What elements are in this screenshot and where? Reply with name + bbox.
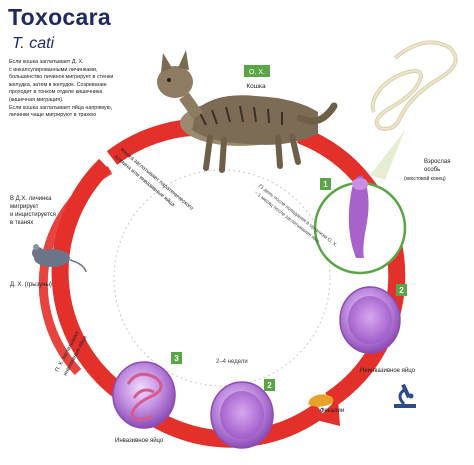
stage-badge	[171, 352, 182, 364]
intro-line: личинки чаще мигрируют в трахею	[9, 112, 97, 119]
embryonation-time: 2–4 недели	[216, 359, 248, 365]
adult-worm-illustration	[370, 40, 458, 180]
egg-core	[220, 391, 264, 439]
page-title: Toxocara	[8, 4, 111, 30]
adult-worm-note: (хвостовой конец)	[404, 175, 446, 182]
intro-text: Если кошка заглатывает Д. Х. с инкапсули…	[9, 59, 139, 120]
intro-line: Если кошка заглатывает яйца напрямую,	[9, 104, 113, 111]
intro-line: проходит в тонком отделе кишечника	[9, 89, 103, 96]
arrow-head	[316, 398, 340, 426]
cycle-arrow-right	[296, 127, 406, 408]
cat-eats-host-label: Кошка заглатывает паратенического	[119, 147, 195, 212]
stage-badge	[396, 284, 407, 296]
stage-badge-text: 2	[399, 286, 404, 295]
cat-label: Кошка	[246, 83, 266, 90]
timing-note: ~ 1 месяц после заглатывания яиц	[253, 190, 321, 245]
paratenic-note: в тканях	[10, 220, 33, 226]
infective-egg	[112, 361, 176, 429]
paratenic-note: В Д.Х. личинка	[10, 196, 52, 202]
mouse-icon	[32, 244, 87, 273]
unembryonated-egg-label: Неинвазивное яйцо	[360, 367, 416, 374]
intro-line: желудка, затем в желудок. Созревание	[9, 81, 107, 88]
intro-line: большинство личинок мигрирует в стенки	[9, 74, 114, 81]
feces-icon	[308, 394, 334, 407]
adult-worm-label: особь	[424, 167, 440, 173]
larva	[126, 372, 163, 421]
infective-egg-label: Инвазивное яйцо	[115, 437, 164, 444]
adult-worm-label: Взрослая	[424, 159, 451, 165]
stage-badge-text: 3	[174, 354, 179, 363]
adult-worm-magnified	[348, 175, 369, 258]
intro-line: Если кошка заглатывает Д. Х.	[9, 59, 84, 65]
microscope-icon	[394, 383, 416, 408]
stage-badge-text: 2	[267, 381, 272, 390]
stage-badge	[264, 379, 275, 391]
stage-badge	[320, 178, 331, 190]
definitive-host-badge	[244, 65, 270, 77]
species-subtitle: T. cati	[12, 35, 55, 52]
rodent-host-label: Д. Х. (грызуны)	[10, 282, 52, 288]
inner-dashed-circle	[113, 169, 331, 387]
intro-line: (кишечная миграция).	[9, 96, 64, 103]
paratenic-note: мигрирует	[10, 204, 39, 210]
egg-core	[348, 296, 392, 344]
paratenic-note: и инцистируется	[10, 212, 56, 218]
intro-line: с инкапсулированными личинками,	[9, 66, 98, 73]
feces-label: Фекалии	[320, 408, 344, 414]
cat-eats-host-label: хозяина или инвазивные яйца	[113, 153, 177, 209]
stage-badge-text: 1	[323, 180, 328, 189]
definitive-host-badge-text: О. Х.	[249, 69, 265, 76]
cat-illustration	[157, 50, 338, 173]
